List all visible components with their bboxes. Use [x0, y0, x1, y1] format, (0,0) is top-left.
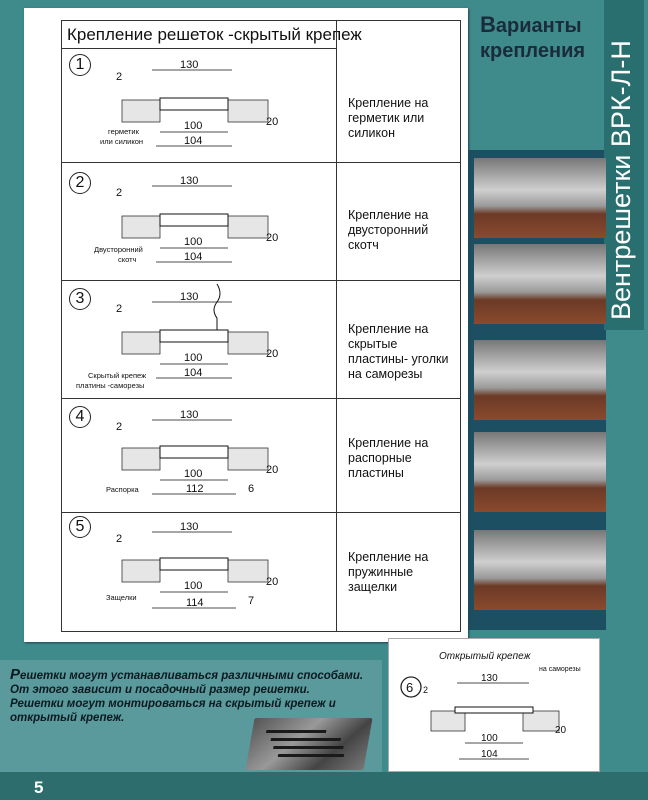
- grille-photo-3: [474, 340, 606, 420]
- row-divider-4: [61, 512, 461, 513]
- grille-photo-5: [474, 530, 606, 610]
- note-line-4: открытый крепеж.: [10, 712, 125, 724]
- row-description-1: Крепление на герметик или силикон: [348, 96, 429, 140]
- note-initial: Р: [10, 666, 21, 683]
- svg-text:104: 104: [184, 135, 202, 147]
- svg-text:7: 7: [248, 595, 254, 607]
- svg-text:100: 100: [184, 580, 202, 592]
- heading-line1: арианты: [495, 15, 582, 37]
- section-heading: Варианты крепления: [480, 12, 585, 63]
- open-mount-panel: Открытый крепеж 6 2 130 на саморезы 100 …: [388, 638, 600, 772]
- note-line-2: От этого зависит и посадочный размер реш…: [10, 684, 310, 696]
- svg-text:2: 2: [423, 685, 428, 695]
- svg-text:20: 20: [266, 348, 278, 360]
- svg-text:100: 100: [481, 733, 498, 744]
- svg-text:2: 2: [116, 421, 122, 433]
- svg-text:130: 130: [180, 409, 198, 421]
- svg-text:2: 2: [116, 303, 122, 315]
- note-line-1: ешетки могут устанавливаться различными …: [20, 670, 364, 682]
- svg-text:20: 20: [266, 576, 278, 588]
- svg-text:130: 130: [180, 521, 198, 533]
- svg-text:скотч: скотч: [118, 255, 137, 264]
- mount-diagram-3: 130 2 100 104 20 Скрытый крепеж платины …: [76, 283, 278, 390]
- heading-initial: В: [480, 12, 496, 37]
- svg-text:2: 2: [116, 533, 122, 545]
- svg-text:130: 130: [180, 175, 198, 187]
- svg-text:104: 104: [184, 367, 202, 379]
- svg-text:Скрытый крепеж: Скрытый крепеж: [88, 371, 146, 380]
- svg-text:Открытый крепеж: Открытый крепеж: [439, 651, 532, 662]
- page-number: 5: [34, 778, 44, 797]
- row-divider-2: [61, 280, 461, 281]
- vertical-banner: [604, 0, 644, 330]
- row-description-5: Крепление на пружинные защелки: [348, 550, 429, 594]
- svg-text:на саморезы: на саморезы: [539, 666, 581, 673]
- svg-text:100: 100: [184, 236, 202, 248]
- row-number-4: 4: [69, 406, 91, 428]
- mount-diagram-1: 130 2 100 104 20 герметик или силикон: [100, 59, 278, 147]
- mounting-table: [61, 20, 461, 632]
- vertical-title: Вентрешетки ВРК-Л-Н: [606, 40, 636, 320]
- svg-text:20: 20: [555, 725, 567, 736]
- svg-text:100: 100: [184, 352, 202, 364]
- row-description-4: Крепление на распорные пластины: [348, 436, 429, 480]
- svg-text:или силикон: или силикон: [100, 137, 143, 146]
- grille-photo-2: [474, 244, 606, 324]
- svg-text:112: 112: [186, 483, 204, 495]
- row-divider-3: [61, 398, 461, 399]
- svg-text:100: 100: [184, 468, 202, 480]
- open-mount-diagram: Открытый крепеж 6 2 130 на саморезы 100 …: [400, 651, 581, 760]
- svg-text:Двусторонний: Двусторонний: [94, 245, 143, 254]
- page-title: Крепление решеток -скрытый крепеж: [67, 25, 362, 44]
- svg-text:2: 2: [116, 71, 122, 83]
- svg-text:114: 114: [186, 597, 204, 609]
- grille-product-photo: [245, 718, 373, 770]
- grille-photo-4: [474, 432, 606, 512]
- grille-photo-1: [474, 158, 606, 238]
- row-description-2: Крепление на двусторонний скотч: [348, 208, 429, 252]
- note-line-3: Решетки могут монтироваться на скрытый к…: [10, 698, 336, 710]
- row-number-2: 2: [69, 172, 91, 194]
- svg-text:6: 6: [248, 483, 254, 495]
- svg-text:100: 100: [184, 120, 202, 132]
- title-divider: [61, 48, 336, 49]
- svg-text:20: 20: [266, 116, 278, 128]
- svg-text:20: 20: [266, 464, 278, 476]
- footer-bar: [0, 772, 648, 800]
- svg-text:Распорка: Распорка: [106, 485, 140, 494]
- svg-text:платины -саморезы: платины -саморезы: [76, 381, 144, 390]
- svg-text:герметик: герметик: [108, 127, 140, 136]
- svg-text:20: 20: [266, 232, 278, 244]
- heading-line2: крепления: [480, 40, 586, 62]
- svg-text:130: 130: [180, 291, 198, 303]
- svg-text:130: 130: [481, 673, 498, 684]
- mount-diagram-5: 130 2 100 114 20 7 Защелки: [106, 521, 278, 609]
- row-number-5: 5: [69, 516, 91, 538]
- svg-text:104: 104: [184, 251, 202, 263]
- mount-diagram-4: 130 2 100 112 20 6 Распорка: [106, 409, 278, 495]
- row-divider-1: [61, 162, 461, 163]
- svg-text:130: 130: [180, 59, 198, 71]
- svg-text:104: 104: [481, 749, 498, 760]
- column-divider: [336, 20, 337, 632]
- svg-text:Защелки: Защелки: [106, 593, 137, 602]
- row-description-3: Крепление на скрытые пластины- уголки на…: [348, 322, 449, 381]
- row-number-3: 3: [69, 288, 91, 310]
- svg-text:2: 2: [116, 187, 122, 199]
- row-number-1: 1: [69, 54, 91, 76]
- svg-text:6: 6: [406, 680, 413, 695]
- mount-diagram-2: 130 2 100 104 20 Двусторонний скотч: [94, 175, 278, 264]
